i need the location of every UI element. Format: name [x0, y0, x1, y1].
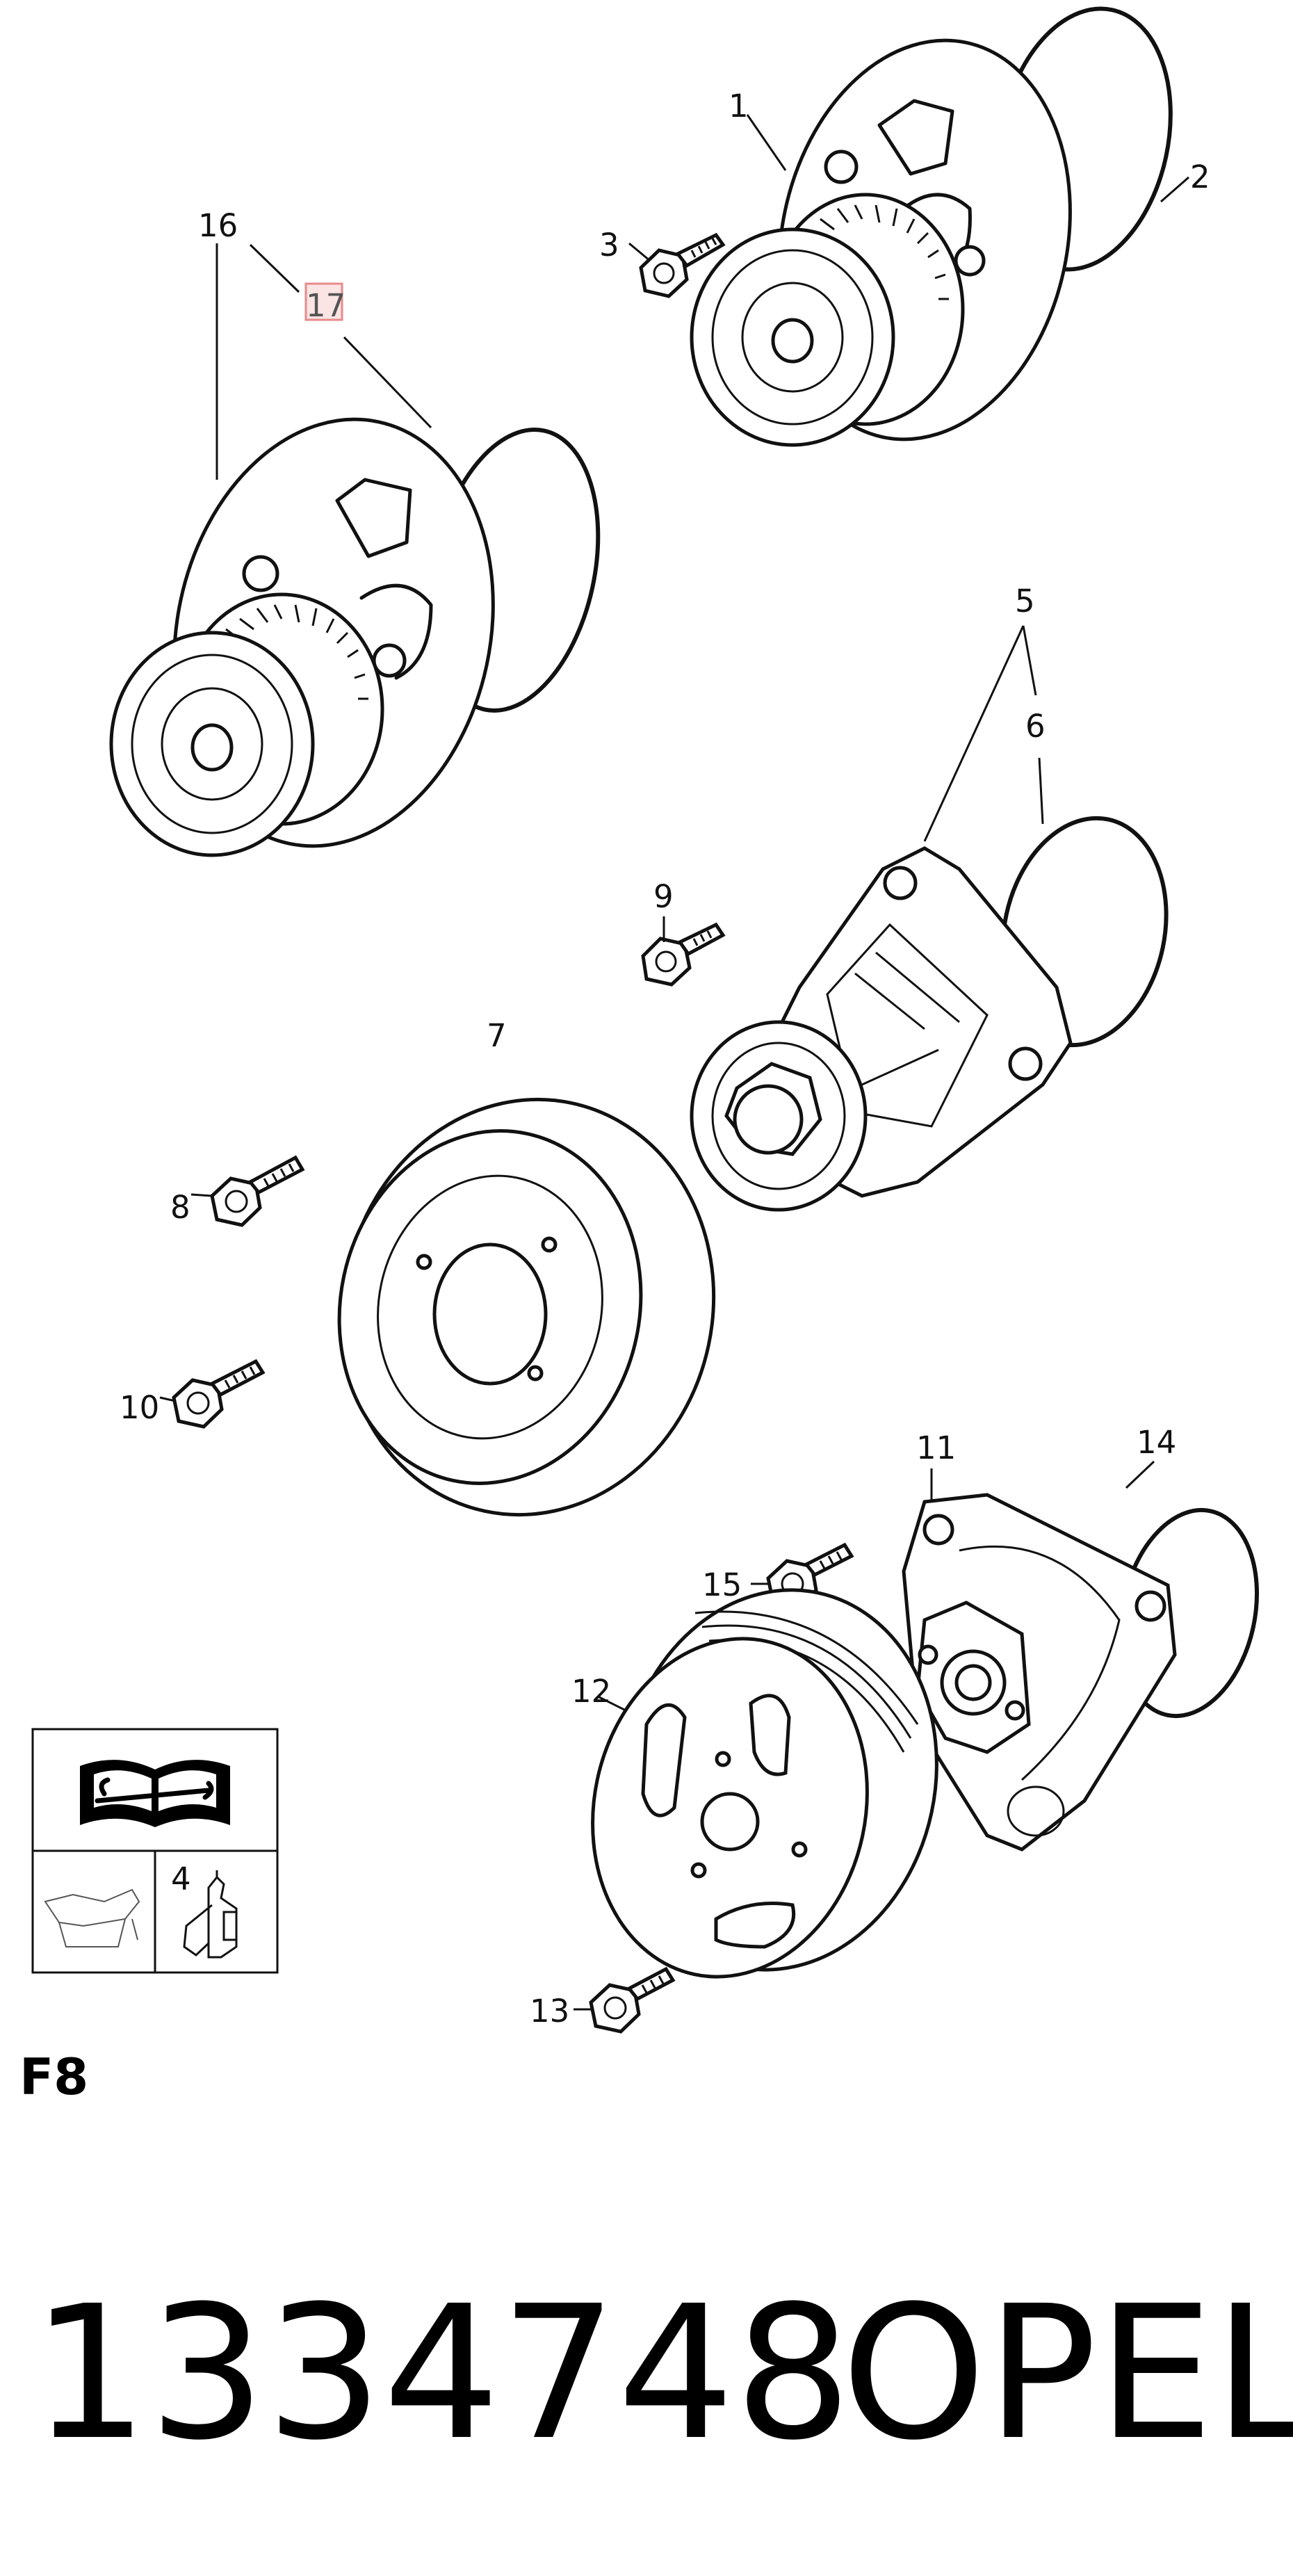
callout-labels: 1 2 3 4 5 6 7 8 9 10 11 12 13 14 15 16 1… [120, 88, 1210, 2030]
water-pump-assembly-left [109, 417, 601, 857]
callout-3: 3 [599, 227, 619, 264]
callout-9: 9 [653, 878, 674, 915]
pulley-12 [591, 1588, 938, 1979]
manual-wrench-icon [80, 1760, 230, 1827]
callout-12: 12 [571, 1673, 611, 1710]
bolt-3 [639, 232, 726, 298]
callout-4: 4 [171, 1861, 191, 1897]
callout-15: 15 [702, 1566, 742, 1603]
callout-1: 1 [729, 88, 749, 124]
legend-box [31, 1728, 279, 1974]
sealant-tube-icon [183, 1870, 238, 1959]
bolt-8 [210, 1155, 305, 1227]
callout-6: 6 [1025, 708, 1046, 745]
callout-14: 14 [1137, 1424, 1176, 1461]
bolt-10 [172, 1359, 266, 1429]
callout-5: 5 [1015, 583, 1035, 619]
brand-name: OPEL [841, 2267, 1293, 2481]
oil-pan-icon [44, 1888, 140, 1947]
callout-13: 13 [530, 1993, 569, 2030]
callout-17-highlight [304, 282, 343, 321]
section-code: F8 [19, 2048, 88, 2106]
bolt-13 [589, 1966, 676, 2034]
pulley-7 [337, 1097, 716, 1517]
water-pump-housing-5 [690, 816, 1169, 1212]
part-number: 1334748 [31, 2267, 852, 2481]
callout-7: 7 [487, 1017, 507, 1054]
callout-10: 10 [120, 1389, 159, 1426]
bolt-9 [641, 922, 726, 987]
callout-2: 2 [1190, 159, 1210, 195]
water-pump-assembly-top [690, 6, 1173, 447]
callout-17: 17 [306, 287, 345, 324]
callout-16: 16 [198, 207, 238, 244]
callout-11: 11 [916, 1429, 956, 1466]
callout-8: 8 [170, 1189, 190, 1226]
leader-lines [159, 114, 1189, 2011]
water-pump-housing-11 [902, 1493, 1260, 1852]
